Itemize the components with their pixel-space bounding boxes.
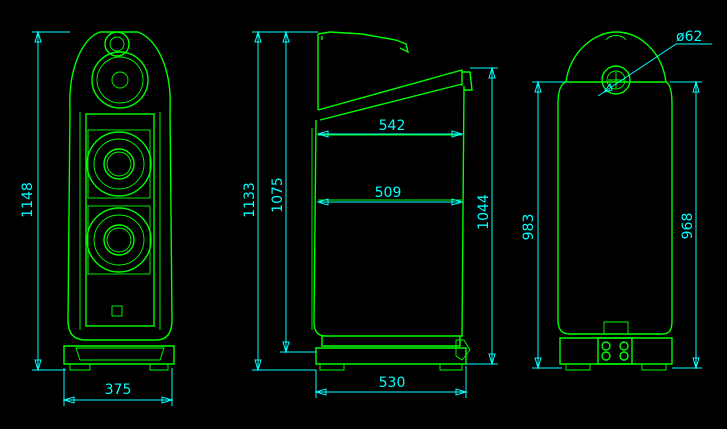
side-plinth — [315, 347, 467, 365]
rear-view — [557, 31, 673, 371]
side-mid-depth-dimension: 509 — [316, 185, 464, 206]
front-view — [63, 31, 175, 371]
front-height-dimension: 1148 — [20, 30, 70, 372]
front-width-dimension: 375 — [62, 368, 174, 406]
side-base-depth-dimension: 530 — [314, 366, 468, 398]
front-upper-bass-driver — [86, 131, 152, 197]
side-top-depth-label: 542 — [379, 118, 406, 134]
side-cabinet-height-dimension: 1044 — [466, 66, 498, 366]
front-midrange-driver — [91, 51, 149, 109]
front-height-label: 1148 — [20, 182, 36, 218]
side-body-height-dimension: 1075 — [270, 30, 316, 354]
front-tweeter-cap — [104, 31, 130, 57]
front-lower-bass-driver — [86, 207, 152, 273]
rear-plinth — [559, 337, 673, 365]
rear-left-height-dimension: 983 — [521, 80, 566, 370]
side-terminal — [455, 339, 471, 361]
rear-diameter-dimension: ø62 — [597, 29, 712, 97]
side-total-height-label: 1133 — [242, 182, 258, 218]
front-width-label: 375 — [105, 382, 132, 398]
side-view — [311, 31, 473, 371]
rear-diameter-label: ø62 — [676, 29, 702, 45]
side-cabinet-height-label: 1044 — [476, 194, 492, 230]
side-base-depth-label: 530 — [379, 375, 406, 391]
rear-terminal-port — [601, 65, 631, 95]
front-logo-plate — [111, 305, 123, 317]
front-plinth — [63, 345, 175, 365]
side-top-depth-dimension: 542 — [316, 118, 464, 138]
side-body-height-label: 1075 — [270, 177, 286, 213]
side-total-height-dimension: 1133 — [242, 30, 318, 372]
rear-right-height-dimension: 968 — [670, 80, 702, 370]
side-mid-depth-label: 509 — [375, 185, 402, 201]
rear-left-height-label: 983 — [521, 214, 537, 241]
rear-right-height-label: 968 — [680, 213, 696, 240]
rear-connector-panel — [597, 337, 633, 365]
